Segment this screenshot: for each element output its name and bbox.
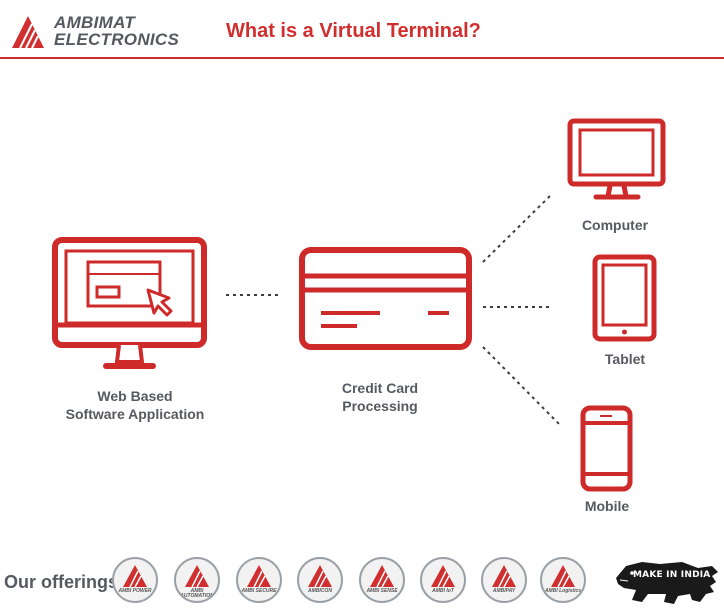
offering-badge-logistics[interactable]: AMBI Logistics — [540, 557, 586, 603]
web-app-monitor-icon — [52, 237, 207, 369]
computer-label: Computer — [581, 217, 649, 233]
tablet-label: Tablet — [604, 351, 646, 367]
offering-logo-icon — [492, 565, 516, 587]
offering-name: AMBIPAY — [492, 588, 516, 594]
card-label-line-2: Processing — [342, 398, 418, 414]
offering-badge-pay[interactable]: AMBIPAY — [481, 557, 527, 603]
make-in-india-text: MAKE IN INDIA — [633, 570, 711, 580]
header-divider — [0, 57, 724, 59]
offering-name: AMBICON — [308, 588, 332, 594]
offering-badge-sense[interactable]: AMBI SENSE — [359, 557, 405, 603]
connector-card-to-mobile — [482, 346, 561, 426]
brand-line-1: AMBIMAT — [54, 13, 136, 32]
brand-name: AMBIMAT ELECTRONICS — [54, 14, 179, 48]
mobile-icon — [580, 405, 633, 492]
card-label-line-1: Credit Card — [341, 380, 419, 396]
offering-badge-ambicon[interactable]: AMBICON — [297, 557, 343, 603]
mobile-label: Mobile — [584, 498, 630, 514]
web-app-label-line-2: Software Application — [65, 406, 205, 422]
offering-name: AMBI Logistics — [544, 588, 582, 594]
offering-logo-icon — [551, 565, 575, 587]
page-title: What is a Virtual Terminal? — [226, 20, 481, 42]
computer-icon — [567, 118, 666, 200]
offering-name: AMBI SENSE — [366, 588, 398, 594]
credit-card-icon — [299, 247, 472, 350]
offering-name: AMBI POWER — [118, 588, 152, 594]
header: AMBIMAT ELECTRONICS What is a Virtual Te… — [0, 0, 724, 59]
offering-logo-icon — [308, 565, 332, 587]
ambimat-logo-mark-icon — [12, 16, 44, 49]
offering-badge-iot[interactable]: AMBI IoT — [420, 557, 466, 603]
offering-name: AMBI IoT — [432, 588, 454, 594]
web-app-label: Web Based Software Application — [40, 387, 230, 423]
tablet-icon — [592, 254, 657, 342]
offering-logo-icon — [247, 565, 271, 587]
offering-name: AMBI AUTOMATION — [180, 588, 214, 599]
ambimat-logo: AMBIMAT ELECTRONICS — [10, 14, 179, 50]
offering-logo-icon — [370, 565, 394, 587]
offering-logo-icon — [431, 565, 455, 587]
offering-logo-icon — [123, 565, 147, 587]
offering-logo-icon — [185, 565, 209, 587]
offering-name: AMBI SECURE — [241, 588, 277, 594]
make-in-india-lion-icon — [616, 562, 718, 604]
card-label: Credit Card Processing — [300, 379, 460, 415]
brand-line-2: ELECTRONICS — [54, 30, 180, 49]
connector-card-to-computer — [482, 193, 553, 263]
offering-badge-automation[interactable]: AMBI AUTOMATION — [174, 557, 220, 603]
offering-badge-power[interactable]: AMBI POWER — [112, 557, 158, 603]
offerings-label: Our offerings: — [4, 572, 124, 592]
dotted-connectors — [226, 193, 561, 426]
web-app-label-line-1: Web Based — [97, 388, 173, 404]
offering-badge-secure[interactable]: AMBI SECURE — [236, 557, 282, 603]
